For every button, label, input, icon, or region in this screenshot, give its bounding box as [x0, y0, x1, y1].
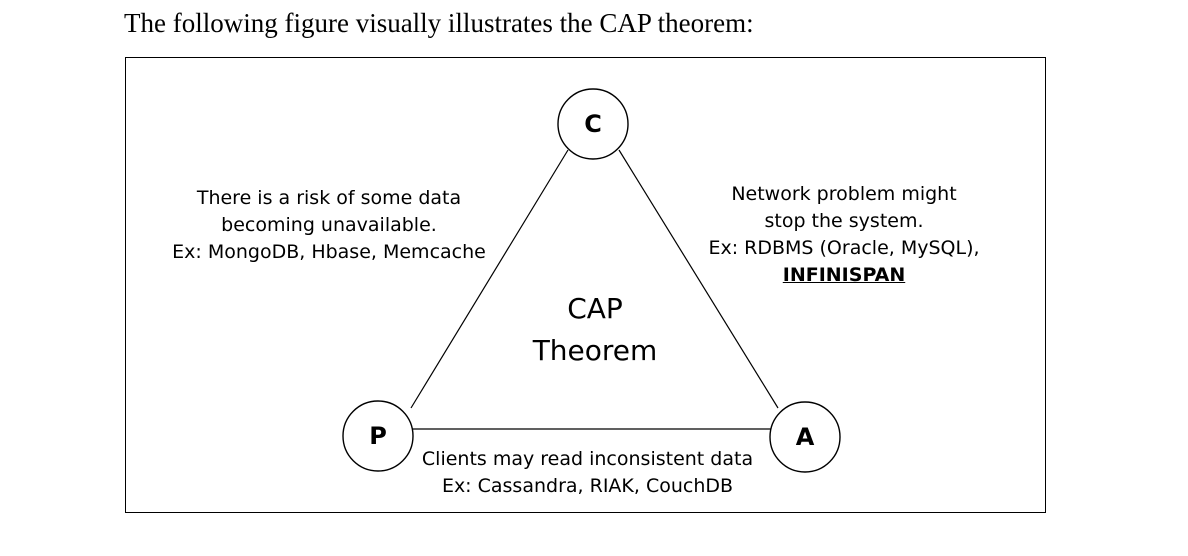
note-ap-line1: Clients may read inconsistent data: [421, 448, 754, 470]
note-ap: Clients may read inconsistent data Ex: C…: [410, 446, 765, 500]
node-p-label: P: [369, 422, 387, 450]
edge-c-p: [410, 149, 569, 409]
note-cp: There is a risk of some data becoming un…: [160, 185, 498, 266]
note-cp-line3: Ex: MongoDB, Hbase, Memcache: [172, 241, 486, 263]
note-cp-line1: There is a risk of some data: [196, 187, 462, 209]
node-c-label: C: [584, 110, 602, 138]
figure-caption: The following figure visually illustrate…: [124, 8, 754, 38]
note-ca-line1: Network problem might: [731, 183, 957, 205]
node-p: P: [342, 400, 414, 472]
note-ca-line2: stop the system.: [764, 210, 924, 232]
node-c: C: [557, 88, 629, 160]
node-a-label: A: [796, 423, 815, 451]
note-cp-line2: becoming unavailable.: [221, 214, 437, 236]
note-ca: Network problem might stop the system. E…: [694, 181, 994, 289]
center-label: CAP Theorem: [495, 288, 695, 372]
note-ap-line2: Ex: Cassandra, RIAK, CouchDB: [441, 475, 734, 497]
center-label-line2: Theorem: [532, 334, 658, 367]
node-a: A: [769, 401, 841, 473]
note-ca-line4: INFINISPAN: [782, 264, 906, 286]
center-label-line1: CAP: [567, 292, 623, 325]
edge-c-a: [618, 149, 779, 409]
note-ca-line3: Ex: RDBMS (Oracle, MySQL),: [708, 237, 980, 259]
figure-frame: [125, 57, 1046, 513]
